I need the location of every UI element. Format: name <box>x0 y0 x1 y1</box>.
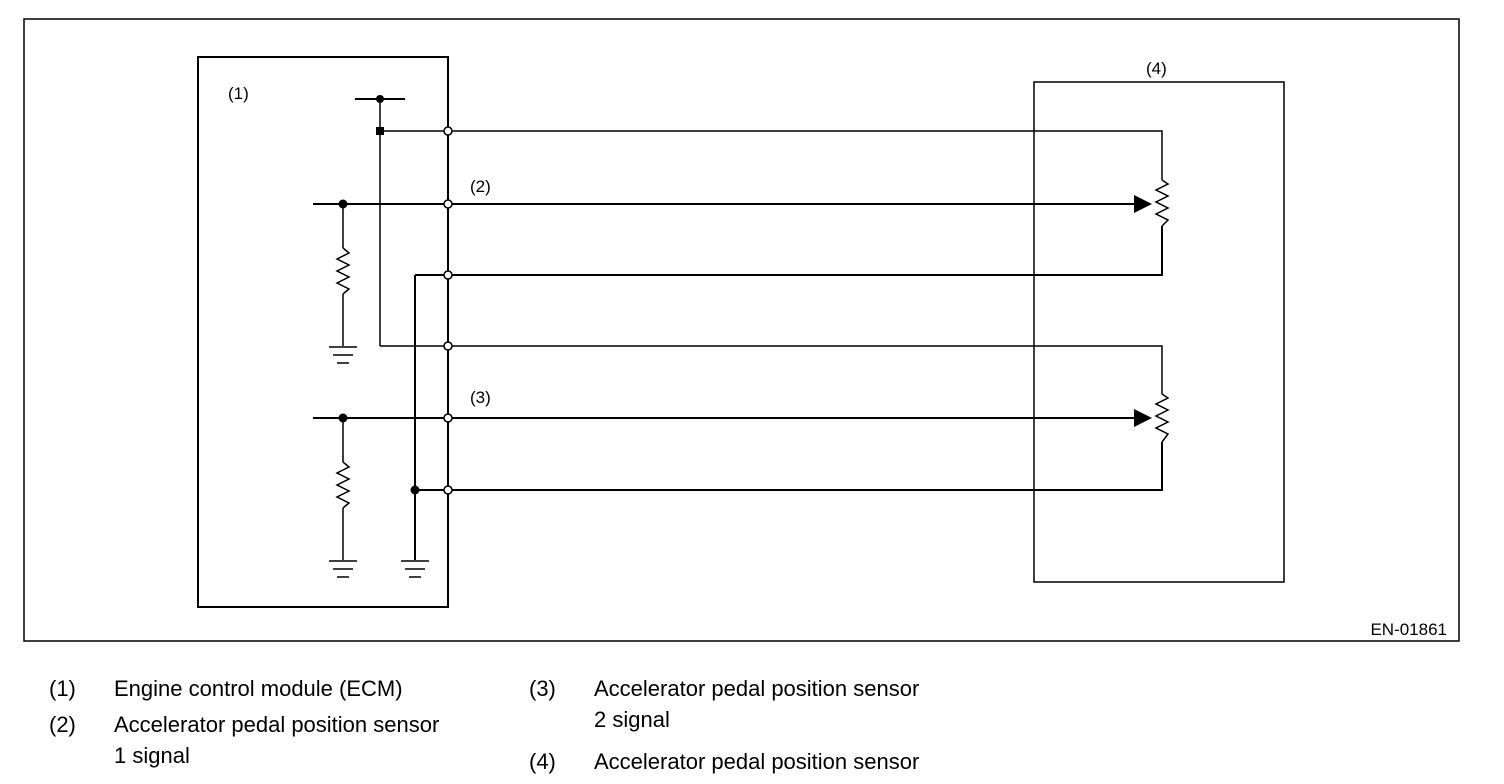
signal2-junction-dot <box>338 413 348 423</box>
ground-icon <box>329 560 357 578</box>
legend-text: Accelerator pedal position sensor <box>594 676 920 701</box>
signal2-callout: (3) <box>470 388 491 407</box>
terminal <box>443 199 453 209</box>
ecm-callout: (1) <box>228 84 249 103</box>
ecm-power-supply <box>355 98 448 347</box>
figure-frame <box>23 18 1460 642</box>
harness-wires <box>448 130 1163 491</box>
pulldown-resistor-icon <box>335 461 351 509</box>
figure-code: EN-01861 <box>1370 620 1447 639</box>
potentiometer2-icon <box>1154 393 1170 443</box>
legend-number: (1) <box>49 676 76 701</box>
terminal <box>443 126 453 136</box>
ecm-signal1-input <box>313 203 448 346</box>
legend-number: (2) <box>49 712 76 737</box>
ground-junction-dot <box>410 485 420 495</box>
legend-text: 2 signal <box>594 707 670 732</box>
power-junction-square <box>376 127 384 135</box>
circuit-diagram: (1) (4) <box>23 18 1460 642</box>
legend-text: Accelerator pedal position sensor <box>594 749 920 774</box>
ground-icon <box>329 346 357 364</box>
signal1-junction-dot <box>338 199 348 209</box>
ecm-box <box>197 56 449 608</box>
sensor-box <box>1033 81 1285 583</box>
sensor-callout: (4) <box>1146 59 1167 78</box>
terminal <box>443 341 453 351</box>
terminal <box>443 485 453 495</box>
ecm-sensor-ground <box>414 274 448 560</box>
legend-number: (3) <box>529 676 556 701</box>
ecm-signal2-input <box>313 417 448 560</box>
legend-number: (4) <box>529 749 556 774</box>
power-junction-dot <box>376 95 384 103</box>
ecm-connector-terminals <box>443 126 453 495</box>
pulldown-resistor-icon <box>335 247 351 295</box>
legend-text: Accelerator pedal position sensor <box>114 712 440 737</box>
signal1-callout: (2) <box>470 177 491 196</box>
terminal <box>443 270 453 280</box>
terminal <box>443 413 453 423</box>
legend-text: 1 signal <box>114 743 190 768</box>
potentiometer1-icon <box>1154 179 1170 227</box>
legend-text: Engine control module (ECM) <box>114 676 403 701</box>
wiper1-arrow-icon <box>1134 195 1152 213</box>
ground-icon <box>401 560 429 578</box>
wiper2-arrow-icon <box>1134 409 1152 427</box>
